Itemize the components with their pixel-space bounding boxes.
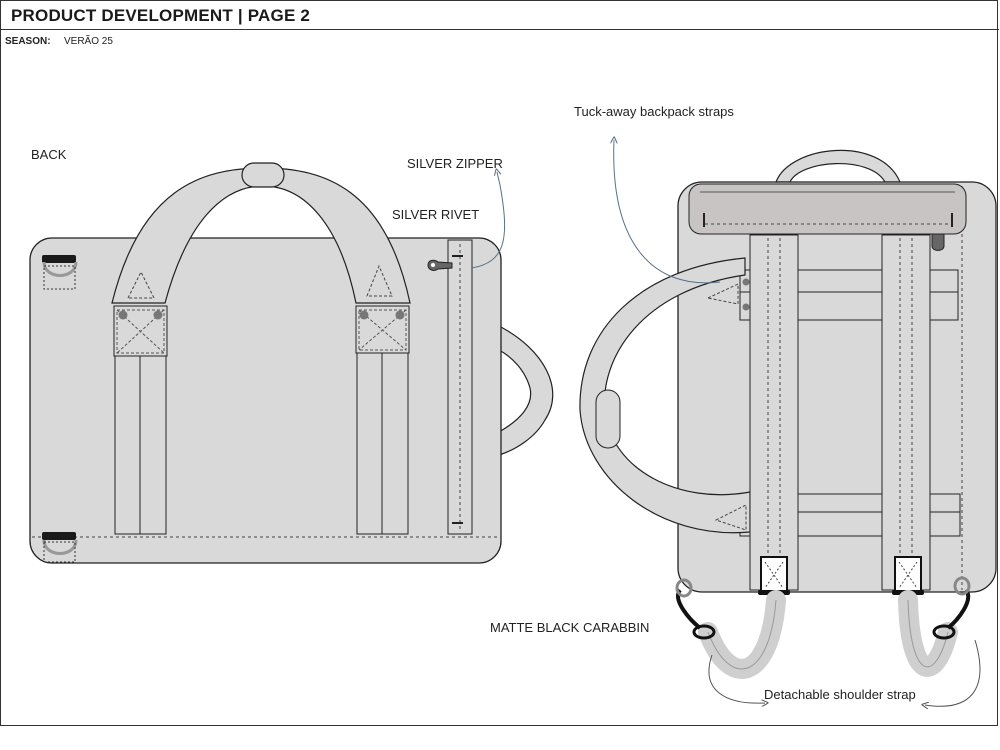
top-flap <box>688 183 967 235</box>
back-view-bag <box>29 162 554 564</box>
handle-grip <box>241 162 285 188</box>
bag-body <box>29 237 502 564</box>
silver-zipper-label: SILVER ZIPPER <box>407 156 503 171</box>
page-title: PRODUCT DEVELOPMENT | PAGE 2 <box>11 6 311 25</box>
tuck-away-handle <box>579 257 751 534</box>
carabiner-left <box>675 578 716 640</box>
shoulder-strap-label: Detachable shoulder strap <box>764 687 916 702</box>
zipper-pull <box>427 259 453 271</box>
title-bar: PRODUCT DEVELOPMENT | PAGE 2 <box>1 1 999 30</box>
shoulder-strap-left <box>698 590 786 679</box>
zipper-strip <box>447 239 473 535</box>
back-label: BACK <box>31 147 67 162</box>
carabiner-label: MATTE BLACK CARABBIN <box>490 620 650 635</box>
top-handle <box>111 167 411 304</box>
shoulder-strap-right <box>898 590 958 677</box>
carabiner-right <box>932 576 971 640</box>
side-handle <box>498 325 554 456</box>
season-label: SEASON: <box>5 36 51 47</box>
tuck-away-label: Tuck-away backpack straps <box>574 104 734 119</box>
backpack-view-bag <box>579 149 997 679</box>
sheet-frame: PRODUCT DEVELOPMENT | PAGE 2 <box>0 0 999 726</box>
season-value: VERÃO 25 <box>64 36 113 47</box>
silver-rivet-label: SILVER RIVET <box>392 207 480 222</box>
